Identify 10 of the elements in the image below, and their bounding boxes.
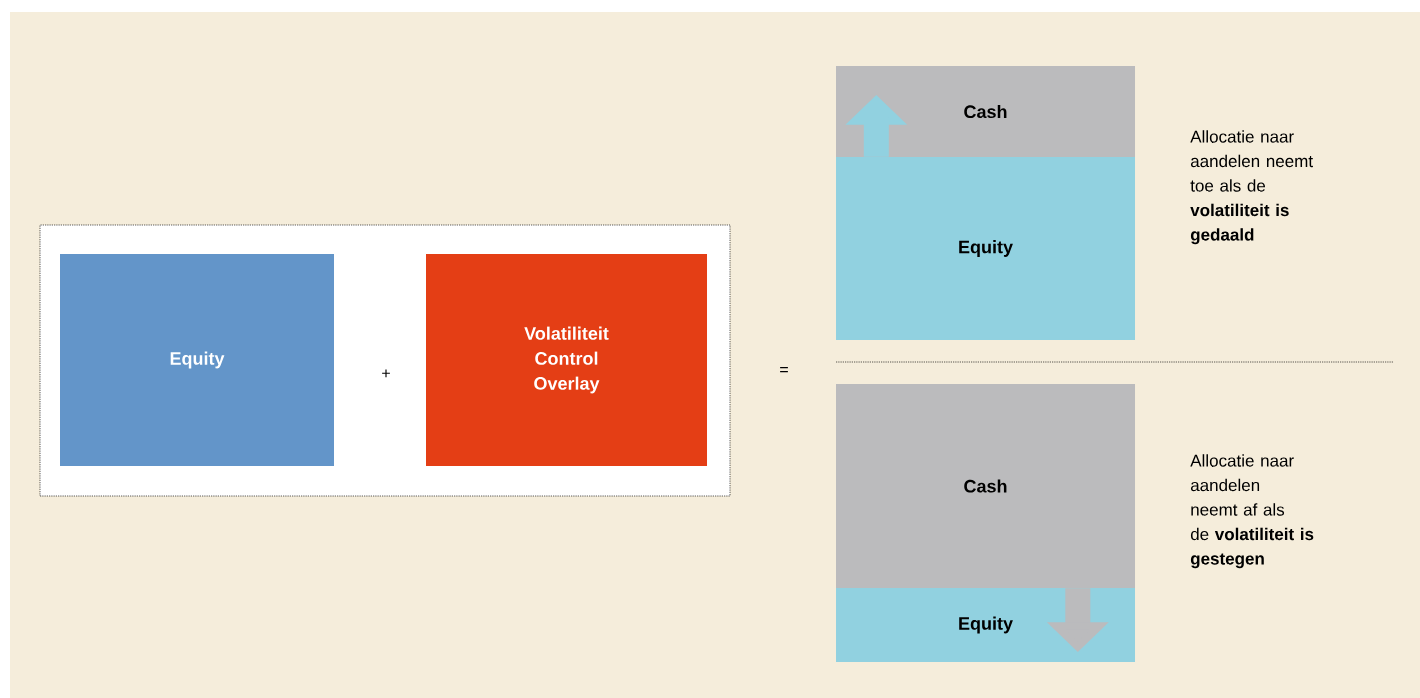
cash-block: Cash <box>836 66 1135 157</box>
equity-block: Equity <box>836 588 1135 662</box>
plus-sign: + <box>382 369 390 378</box>
cash-block: Cash <box>836 384 1135 588</box>
equity-box: Equity <box>60 254 334 466</box>
overlay-box: Volatiliteit Control Overlay <box>426 254 707 466</box>
explanation-text: Allocatie naar aandelen neemt toe als de volatiliteit is gedaald <box>1190 130 1313 245</box>
equals-sign: = <box>780 367 788 373</box>
explanation-text: Allocatie naar aandelen neemt af als de volatiliteit is gestegen <box>1190 454 1314 569</box>
equity-block: Equity <box>836 157 1135 340</box>
